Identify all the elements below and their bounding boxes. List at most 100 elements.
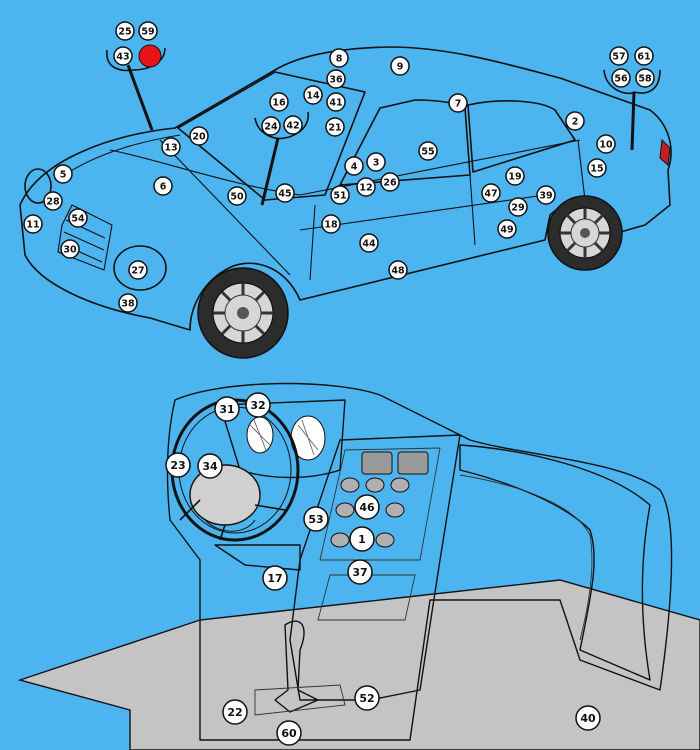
car-callout-10: 10 [596, 134, 616, 154]
car-grille [57, 204, 113, 271]
svg-text:19: 19 [508, 171, 521, 182]
car-front-wheel [197, 267, 289, 359]
svg-text:14: 14 [306, 90, 320, 101]
svg-text:28: 28 [46, 196, 60, 207]
car-body [19, 46, 672, 331]
svg-text:29: 29 [511, 202, 524, 213]
svg-text:25: 25 [118, 26, 131, 37]
svg-text:38: 38 [121, 298, 135, 309]
steering-wheel [170, 398, 300, 542]
dashboard-callout-22: 22 [222, 699, 248, 725]
car-callout-61: 61 [634, 46, 654, 66]
svg-text:21: 21 [328, 122, 341, 133]
svg-text:39: 39 [539, 190, 552, 201]
dashboard-floor [17, 579, 700, 750]
svg-text:40: 40 [580, 712, 596, 725]
svg-text:59: 59 [141, 26, 154, 37]
svg-text:27: 27 [131, 265, 144, 276]
car-callout-16: 16 [269, 92, 289, 112]
gear-slot-trim [254, 684, 346, 716]
car-callout-11: 11 [23, 214, 43, 234]
rear-sensor-pointer [630, 91, 636, 151]
cabin-sensor-pointer [260, 137, 280, 206]
car-callout-6: 6 [153, 176, 173, 196]
svg-text:6: 6 [160, 181, 167, 192]
rear-sensor-bracket [603, 69, 661, 95]
svg-text:56: 56 [614, 73, 628, 84]
svg-text:26: 26 [383, 177, 397, 188]
car-callout-30: 30 [60, 239, 80, 259]
svg-text:20: 20 [192, 131, 206, 142]
svg-text:31: 31 [219, 403, 234, 416]
svg-text:57: 57 [612, 51, 625, 62]
car-callout-44: 44 [359, 233, 379, 253]
car-callout-8: 8 [329, 48, 349, 68]
dashboard-callout-34: 34 [197, 453, 223, 479]
car-callout-7: 7 [448, 93, 468, 113]
car-callout-42: 42 [283, 115, 303, 135]
svg-text:2: 2 [572, 116, 579, 127]
svg-text:60: 60 [281, 727, 297, 740]
svg-text:11: 11 [26, 219, 39, 230]
car-callout-27: 27 [128, 260, 148, 280]
svg-text:32: 32 [250, 399, 265, 412]
dashboard-callout-23: 23 [165, 452, 191, 478]
svg-text:36: 36 [329, 74, 343, 85]
svg-text:12: 12 [359, 182, 372, 193]
svg-text:48: 48 [391, 265, 405, 276]
svg-text:49: 49 [500, 224, 513, 235]
car-callout-41: 41 [326, 92, 346, 112]
svg-text:55: 55 [421, 146, 434, 157]
car-windshield [177, 71, 366, 201]
svg-text:54: 54 [71, 213, 85, 224]
car-callout-51: 51 [330, 185, 350, 205]
svg-text:1: 1 [358, 533, 366, 546]
car-callout-54: 54 [68, 208, 88, 228]
dashboard-callout-40: 40 [575, 705, 601, 731]
car-callout-25: 25 [115, 21, 135, 41]
car-hood-line [59, 134, 546, 231]
car-callout-38: 38 [118, 293, 138, 313]
car-callout-21: 21 [325, 117, 345, 137]
car-left-headlight [24, 168, 52, 204]
car-callout-19: 19 [505, 166, 525, 186]
dashboard-callout-53: 53 [303, 506, 329, 532]
svg-text:52: 52 [359, 692, 374, 705]
svg-text:17: 17 [267, 572, 282, 585]
car-callout-26: 26 [380, 172, 400, 192]
car-callout-45: 45 [275, 183, 295, 203]
svg-text:50: 50 [230, 191, 244, 202]
dashboard-callout-37: 37 [347, 559, 373, 585]
car-callout-57: 57 [609, 46, 629, 66]
car-right-headlight [113, 245, 167, 291]
svg-text:13: 13 [164, 142, 177, 153]
car-callout-15: 15 [587, 158, 607, 178]
dashboard-glovebox [459, 474, 593, 641]
car-callout-18: 18 [321, 214, 341, 234]
svg-text:15: 15 [590, 163, 603, 174]
car-taillight [659, 138, 671, 167]
air-vent-left [361, 451, 393, 475]
car-callout-2: 2 [565, 111, 585, 131]
dashboard-upper-panel [459, 444, 651, 681]
car-callout-29: 29 [508, 197, 528, 217]
svg-text:44: 44 [362, 238, 376, 249]
svg-text:46: 46 [359, 501, 375, 514]
car-callout-39: 39 [536, 185, 556, 205]
car-callout-49: 49 [497, 219, 517, 239]
car-callout-28: 28 [43, 191, 63, 211]
svg-text:58: 58 [638, 73, 652, 84]
car-callout-43: 43 [113, 46, 133, 66]
dashboard-callout-17: 17 [262, 565, 288, 591]
car-callout-48: 48 [388, 260, 408, 280]
svg-text:3: 3 [373, 157, 380, 168]
gear-shifter [274, 620, 319, 713]
gauges [246, 415, 326, 461]
car-callout-56: 56 [611, 68, 631, 88]
car-callout-55: 55 [418, 141, 438, 161]
cabin-sensor-bracket [254, 111, 310, 140]
car-callout-50: 50 [227, 186, 247, 206]
svg-text:61: 61 [637, 51, 650, 62]
svg-text:8: 8 [336, 53, 343, 64]
